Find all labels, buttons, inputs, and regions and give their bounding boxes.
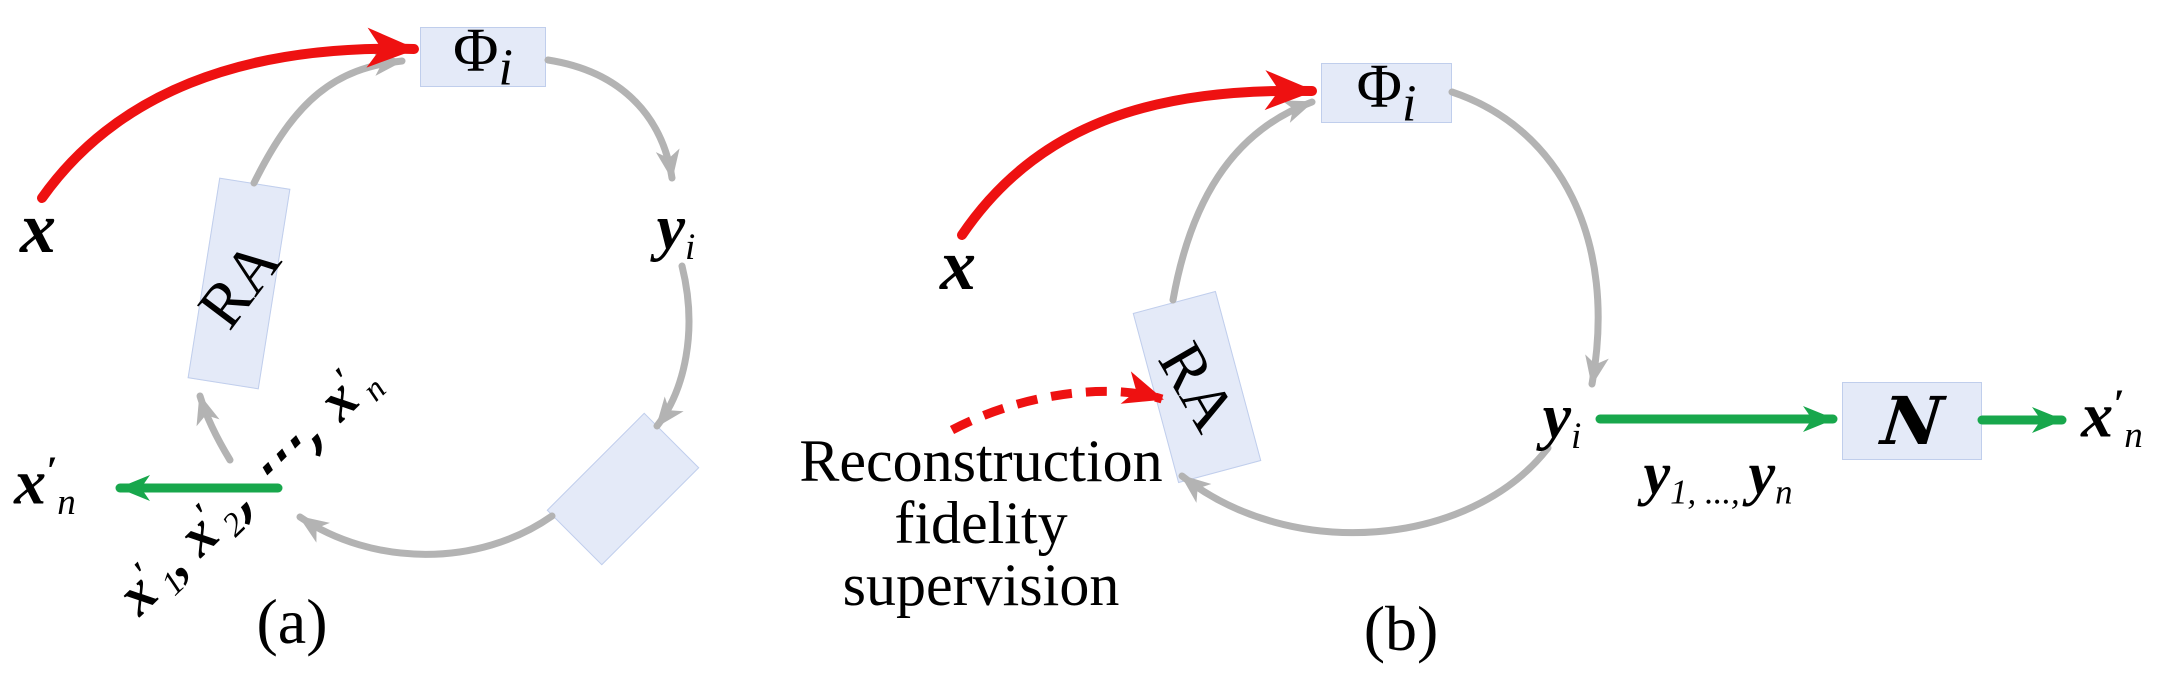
input-x-label-b: x bbox=[940, 225, 976, 305]
ra-label-a: RA bbox=[183, 226, 294, 341]
arc-yi-to-box-a bbox=[653, 262, 693, 430]
supervision-line-3: supervision bbox=[842, 552, 1120, 618]
input-x-label-a: x bbox=[20, 188, 56, 268]
network-node-b: N bbox=[1842, 382, 1982, 460]
ra-node-a: RA bbox=[183, 177, 294, 390]
supervision-line-2: fidelity bbox=[894, 490, 1068, 556]
input-arrow-b bbox=[957, 70, 1317, 240]
code-sequence-label-b: y1, ..., yn bbox=[1643, 440, 1793, 512]
supervision-dashed-arrow-b bbox=[949, 371, 1164, 434]
arc-ra-to-phi-a bbox=[250, 51, 406, 187]
output-xn-label-a: x′n bbox=[14, 446, 76, 524]
code-yi-label-a: yi bbox=[656, 191, 696, 269]
supervision-line-1: Reconstruction bbox=[799, 428, 1163, 494]
arc-seq-to-ra-a bbox=[196, 392, 234, 464]
caption-b: (b) bbox=[1363, 593, 1439, 664]
arc-box-to-seq-a bbox=[296, 512, 556, 558]
phi-label-a: Φi bbox=[453, 16, 513, 97]
phi-node-b: Φi bbox=[1321, 56, 1452, 130]
arc-phi-to-yi-b bbox=[1448, 88, 1609, 388]
reconstruction-sequence-label-a: x′1, x′2, ⋯, x′n bbox=[103, 360, 394, 627]
phi-node-a: Φi bbox=[420, 20, 546, 94]
code-yi-label-b: yi bbox=[1542, 380, 1582, 458]
empty-node-a bbox=[546, 412, 700, 566]
phi-label-b: Φi bbox=[1356, 52, 1417, 133]
input-arrow-a bbox=[37, 27, 419, 203]
caption-a: (a) bbox=[256, 586, 328, 657]
arc-ra-to-phi-b bbox=[1169, 98, 1316, 304]
ra-label-b: RA bbox=[1144, 330, 1251, 443]
network-label-b: N bbox=[1877, 382, 1947, 460]
supervision-text-b: Reconstruction fidelity supervision bbox=[799, 430, 1162, 616]
output-xn-label-b: x′n bbox=[2081, 379, 2143, 457]
arc-phi-to-yi-a bbox=[544, 56, 680, 182]
